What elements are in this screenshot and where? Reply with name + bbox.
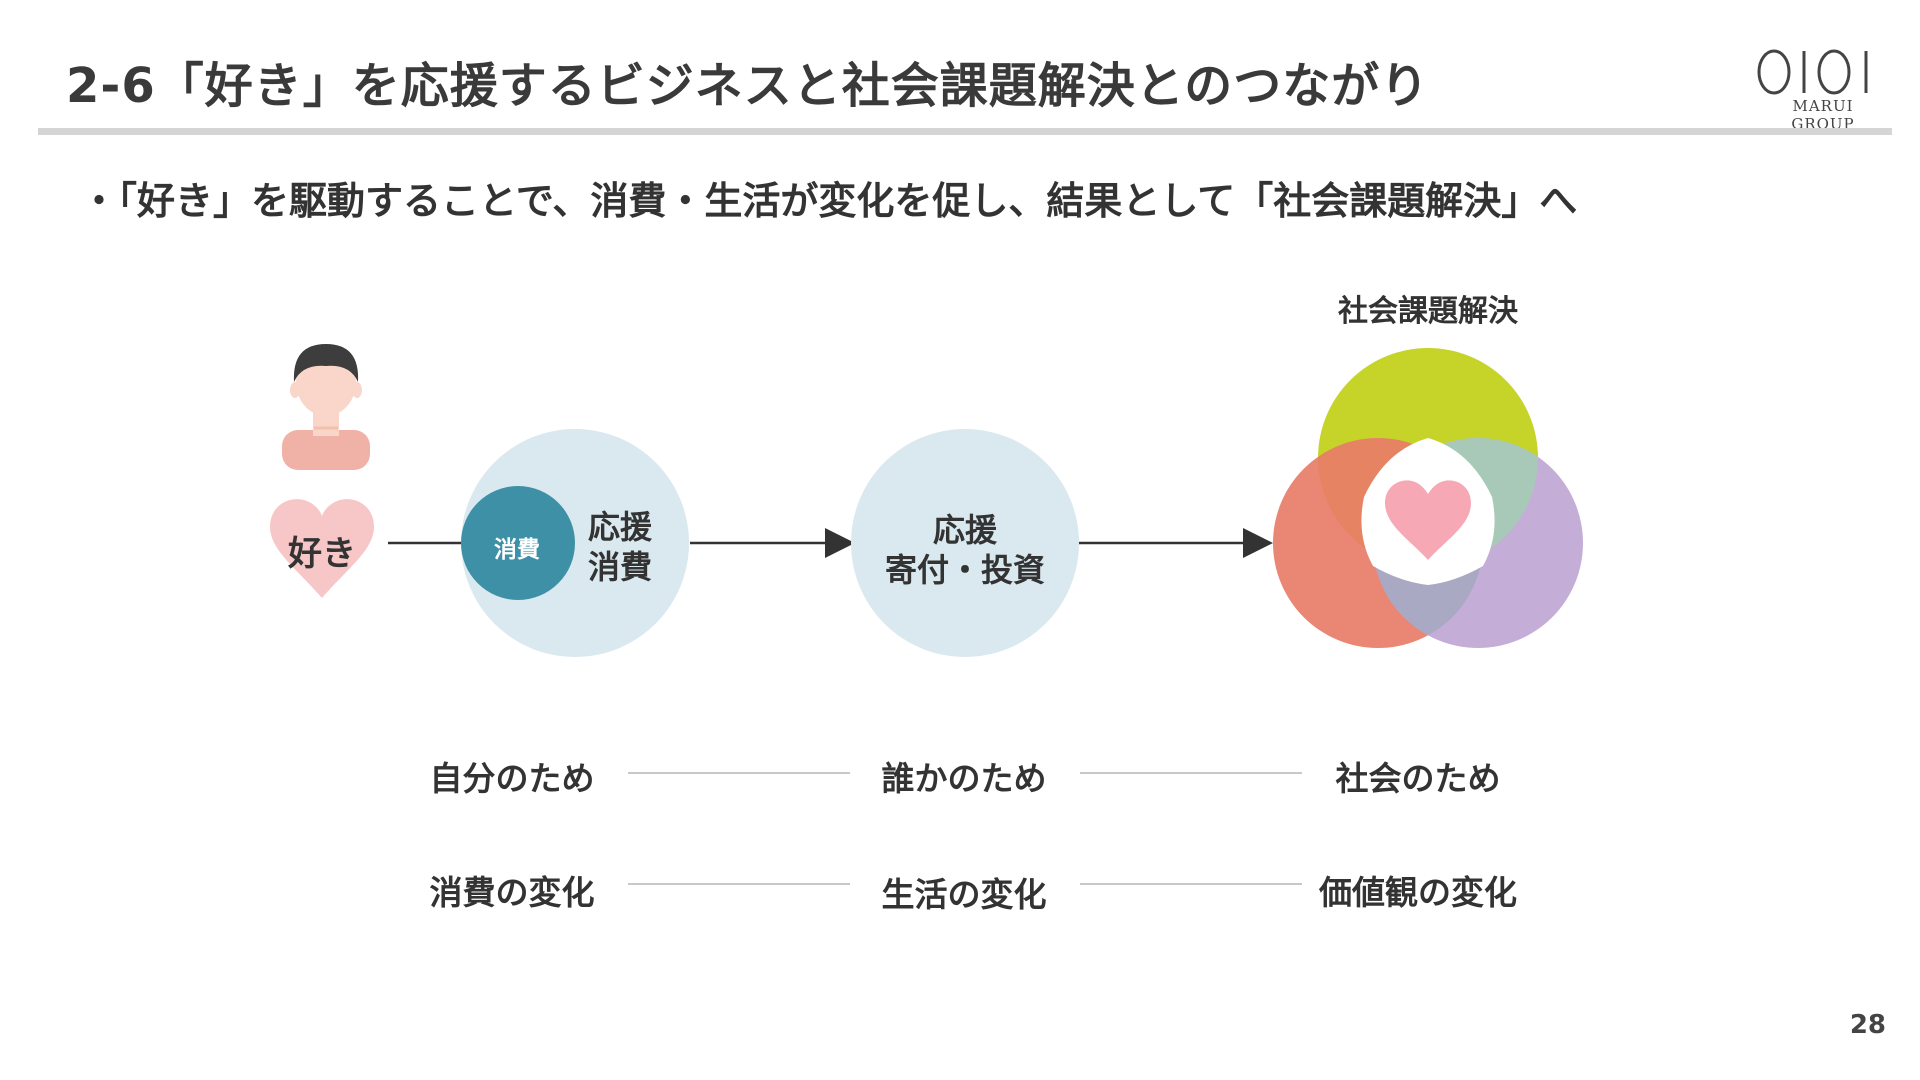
venn-title: 社会課題解決 xyxy=(1338,294,1518,329)
change-values: 価値観の変化 xyxy=(1319,873,1517,912)
support-donation-circle xyxy=(851,429,1079,657)
venn-diagram xyxy=(1273,348,1583,648)
heart-icon xyxy=(270,499,374,598)
consumption-inner-circle xyxy=(461,486,575,600)
change-lifestyle: 生活の変化 xyxy=(881,875,1047,914)
logo-icon xyxy=(1757,49,1868,95)
title-divider xyxy=(38,128,1892,135)
page-number: 28 xyxy=(1849,1010,1886,1040)
inner-circle-label: 消費 xyxy=(494,537,540,563)
heart-label: 好き xyxy=(288,534,356,574)
center-heart-icon xyxy=(1385,480,1471,560)
circle1-label-line2: 消費 xyxy=(588,548,653,586)
page-title: 2-6「好き」を応援するビジネスと社会課題解決とのつながり xyxy=(66,58,1430,114)
circle1-label-line1: 応援 xyxy=(588,508,653,546)
person-icon xyxy=(282,344,370,470)
change-consumption: 消費の変化 xyxy=(429,873,595,912)
circle2-label-line2: 寄付・投資 xyxy=(884,551,1045,589)
circle2-label-line1: 応援 xyxy=(932,511,997,549)
purpose-others: 誰かのため xyxy=(881,759,1047,798)
bullet-text: ・「好き」を駆動することで、消費・生活が変化を促し、結果として「社会課題解決」へ xyxy=(80,179,1578,223)
purpose-self: 自分のため xyxy=(429,759,595,798)
purpose-society: 社会のため xyxy=(1335,759,1501,798)
